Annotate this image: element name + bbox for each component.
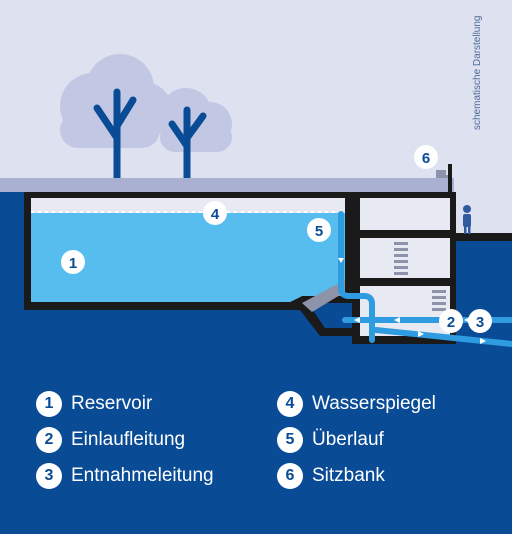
svg-text:4: 4 <box>211 206 220 223</box>
stairs-middle <box>394 242 408 275</box>
tree-right <box>160 88 232 186</box>
bench-icon <box>436 164 452 194</box>
marker-4: 4 <box>203 201 227 225</box>
legend-label: Entnahmeleitung <box>71 465 214 486</box>
ramp <box>302 280 345 312</box>
terrace-edge <box>454 233 512 241</box>
svg-text:3: 3 <box>476 314 484 331</box>
legend-item-6: 6 Sitzbank <box>277 462 385 490</box>
schematic-note: schematische Darstellung <box>472 15 483 131</box>
legend-label: Reservoir <box>71 393 153 414</box>
person-icon <box>463 205 471 234</box>
tree-left <box>60 54 172 186</box>
legend-item-3: 3 Entnahmeleitung <box>36 462 214 490</box>
svg-text:5: 5 <box>315 223 323 240</box>
legend-number: 2 <box>36 427 62 453</box>
legend-item-2: 2 Einlaufleitung <box>36 426 185 454</box>
valve-house-room-top <box>360 198 450 230</box>
legend-label: Einlaufleitung <box>71 429 186 450</box>
svg-text:1: 1 <box>69 255 77 272</box>
legend-label: Überlauf <box>312 429 384 450</box>
legend-label: Wasserspiegel <box>312 393 436 414</box>
svg-text:2: 2 <box>447 314 455 331</box>
marker-3: 3 <box>468 309 492 333</box>
marker-6: 6 <box>414 145 438 169</box>
legend-number: 5 <box>277 427 303 453</box>
reservoir-water <box>31 213 345 302</box>
stairs-bottom <box>432 290 446 311</box>
ground-surface <box>0 178 454 192</box>
legend-number: 3 <box>36 463 62 489</box>
outlet-pipe <box>373 327 512 347</box>
legend-label: Sitzbank <box>312 465 385 486</box>
legend-number: 1 <box>36 391 62 417</box>
legend-item-4: 4 Wasserspiegel <box>277 390 436 418</box>
legend-number: 4 <box>277 391 303 417</box>
legend-item-5: 5 Überlauf <box>277 426 384 454</box>
sky-right <box>454 186 512 233</box>
svg-text:6: 6 <box>422 150 430 167</box>
legend-item-1: 1 Reservoir <box>36 390 152 418</box>
marker-1: 1 <box>61 250 85 274</box>
overflow-pipe <box>338 211 375 343</box>
legend-number: 6 <box>277 463 303 489</box>
marker-5: 5 <box>307 218 331 242</box>
marker-2: 2 <box>439 309 463 333</box>
